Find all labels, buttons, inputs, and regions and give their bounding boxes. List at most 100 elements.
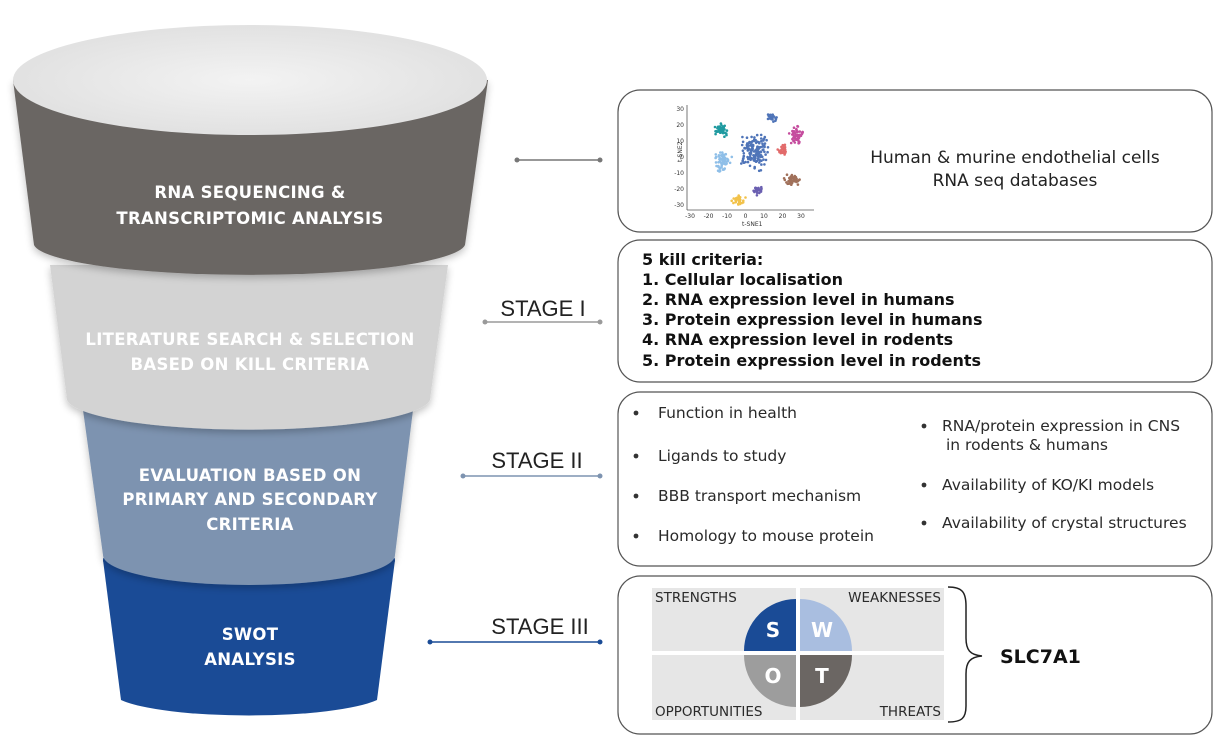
tsne-x-tick: 20 — [779, 213, 787, 220]
tsne-xlabel: t-SNE1 — [742, 221, 763, 228]
tsne-point — [714, 155, 718, 159]
tsne-point — [730, 155, 734, 159]
criterion-expression-line1: RNA/protein expression in CNS — [942, 417, 1180, 435]
stage-ii-label: STAGE II — [491, 448, 582, 473]
tsne-point — [785, 173, 789, 176]
tsne-point — [787, 182, 791, 185]
tsne-point — [755, 194, 759, 197]
funnel-top — [13, 25, 487, 135]
tsne-y-tick: 20 — [676, 122, 684, 129]
tsne-point — [774, 118, 778, 121]
tsne-point — [753, 167, 756, 170]
tsne-point — [723, 156, 727, 160]
bullet — [633, 453, 639, 459]
tsne-point — [793, 179, 796, 182]
tsne-point — [758, 161, 761, 164]
tsne-point — [790, 179, 793, 182]
tsne-point — [766, 146, 770, 149]
tsne-point — [737, 194, 740, 197]
tsne-point — [760, 163, 763, 166]
tsne-point — [763, 142, 767, 145]
tsne-point — [757, 140, 761, 144]
funnel: RNA SEQUENCING & TRANSCRIPTOMIC ANALYSIS… — [13, 25, 488, 716]
tsne-y-tick: 0 — [680, 154, 684, 161]
tsne-point — [746, 155, 749, 159]
tsne-point — [787, 132, 791, 135]
result-gene: SLC7A1 — [1000, 646, 1081, 668]
connector-stage-iii: STAGE III — [427, 614, 603, 645]
tsne-point — [781, 144, 785, 147]
tsne-point — [719, 161, 723, 164]
bullet — [921, 423, 927, 429]
tsne-point — [753, 136, 756, 139]
tsne-point — [761, 142, 764, 145]
tsne-point — [754, 186, 757, 190]
tsne-point — [790, 181, 794, 185]
bullet — [633, 533, 639, 539]
tsne-point — [772, 120, 775, 123]
bullet — [633, 410, 639, 416]
swot-opportunities-label: OPPORTUNITIES — [655, 704, 762, 720]
tsne-ylabel: t-SNE2 — [677, 141, 684, 162]
criterion-expression-line2: in rodents & humans — [946, 436, 1108, 454]
evaluation-label-line1: EVALUATION BASED ON — [139, 466, 361, 485]
tsne-point — [745, 145, 749, 149]
funnel-band-evaluation — [83, 410, 413, 585]
stage-iii-label: STAGE III — [491, 614, 588, 639]
swot-quarter-o — [744, 655, 796, 707]
kill-criterion-1: 1. Cellular localisation — [642, 270, 843, 289]
tsne-point — [724, 152, 728, 156]
tsne-point — [796, 124, 799, 128]
tsne-point — [718, 166, 722, 170]
tsne-point — [758, 154, 762, 158]
swot-quarter-s — [744, 599, 796, 651]
tsne-point — [741, 140, 745, 144]
literature-label-line1: LITERATURE SEARCH & SELECTION — [85, 330, 414, 349]
tsne-point — [797, 135, 801, 139]
tsne-point — [756, 155, 760, 158]
swot-threats-label: THREATS — [879, 704, 941, 720]
evaluation-label-line2: PRIMARY AND SECONDARY — [122, 490, 378, 509]
tsne-point — [780, 148, 783, 151]
tsne-point — [754, 149, 757, 152]
tsne-point — [792, 139, 795, 143]
tsne-point — [798, 130, 802, 133]
tsne-point — [778, 150, 781, 154]
funnel-band-literature — [50, 265, 448, 430]
swot-weaknesses-label: WEAKNESSES — [848, 590, 941, 606]
tsne-point — [793, 175, 796, 179]
connector-rnaseq — [514, 157, 603, 163]
tsne-point — [741, 149, 745, 152]
tsne-point — [721, 151, 724, 154]
tsne-point — [763, 163, 766, 166]
tsne-point — [758, 151, 761, 154]
tsne-point — [798, 178, 801, 181]
swot-letter-t: T — [815, 664, 829, 688]
tsne-point — [794, 138, 798, 141]
tsne-point — [754, 154, 758, 157]
tsne-point — [748, 164, 752, 168]
swot-bracket — [947, 586, 983, 723]
tsne-point — [783, 178, 787, 182]
kill-criterion-2: 2. RNA expression level in humans — [642, 290, 955, 309]
tsne-point — [755, 133, 759, 137]
tsne-x-tick: 0 — [744, 213, 748, 220]
tsne-point — [758, 159, 762, 162]
swot-quarter-t — [800, 655, 852, 707]
tsne-point — [754, 189, 757, 192]
swot-label-line1: SWOT — [222, 625, 279, 644]
swot-letter-w: W — [811, 618, 833, 642]
tsne-point — [752, 138, 756, 141]
tsne-point — [748, 141, 751, 144]
tsne-point — [762, 148, 765, 151]
tsne-point — [717, 155, 720, 158]
tsne-point — [744, 196, 747, 199]
tsne-point — [792, 126, 796, 129]
tsne-point — [725, 162, 728, 165]
tsne-point — [796, 183, 800, 186]
tsne-point — [725, 132, 728, 135]
tsne-point — [737, 202, 740, 206]
swot-strengths-label: STRENGTHS — [655, 590, 737, 606]
